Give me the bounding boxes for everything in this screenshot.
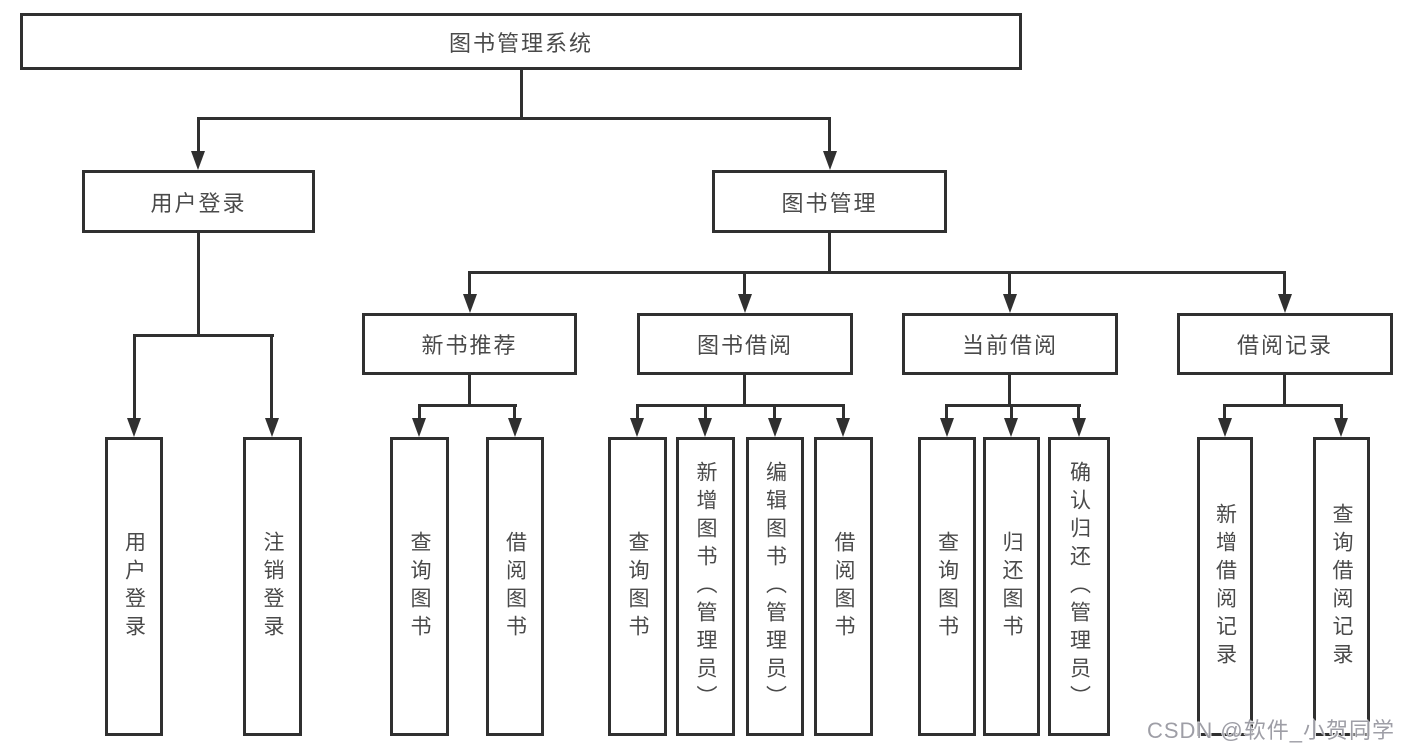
node-library-system: 图书管理系统	[20, 13, 1022, 70]
connector-line	[1010, 404, 1013, 418]
node-current-borrowing: 当前借阅	[902, 313, 1118, 375]
connector-line	[270, 334, 273, 418]
node-nbr-borrow-books: 借阅图书	[486, 437, 544, 736]
arrow-down-icon	[1003, 294, 1017, 313]
node-label: 查询借阅记录	[1330, 502, 1353, 671]
arrow-down-icon	[836, 418, 850, 437]
connector-line	[468, 375, 471, 405]
node-label: 借阅图书	[503, 530, 527, 643]
connector-line	[945, 404, 948, 418]
connector-line	[513, 404, 516, 418]
connector-line	[1340, 404, 1343, 418]
node-br-add-record: 新增借阅记录	[1197, 437, 1253, 736]
connector-line	[773, 404, 776, 418]
arrow-down-icon	[1278, 294, 1292, 313]
arrow-down-icon	[768, 418, 782, 437]
connector-line	[133, 334, 136, 418]
node-label: 图书管理	[781, 190, 878, 216]
connector-line	[1077, 404, 1080, 418]
node-br-query-record: 查询借阅记录	[1313, 437, 1370, 736]
arrow-down-icon	[412, 418, 426, 437]
connector-line	[418, 404, 421, 418]
node-label: 借阅记录	[1236, 333, 1333, 358]
arrow-down-icon	[463, 294, 477, 313]
connector-line	[418, 404, 517, 407]
connector-line	[469, 271, 1286, 274]
node-label: 用户登录	[150, 190, 247, 216]
connector-line	[636, 404, 845, 407]
node-label: 归还图书	[1000, 530, 1023, 643]
arrow-down-icon	[1334, 418, 1348, 437]
connector-line	[197, 117, 831, 120]
node-cb-query-books: 查询图书	[918, 437, 976, 736]
node-bb-edit-books-admin: 编辑图书（管理员）	[746, 437, 804, 736]
arrow-down-icon	[738, 294, 752, 313]
connector-line	[1283, 271, 1286, 295]
node-borrowing-records: 借阅记录	[1177, 313, 1393, 375]
node-label: 确认归还（管理员）	[1067, 460, 1091, 713]
connector-line	[828, 233, 831, 273]
node-label: 新增借阅记录	[1213, 502, 1237, 671]
connector-line	[1008, 375, 1011, 405]
arrow-down-icon	[823, 151, 837, 170]
node-nbr-query-books: 查询图书	[390, 437, 449, 736]
connector-line	[945, 404, 1081, 407]
node-label: 注销登录	[261, 530, 284, 643]
node-cb-confirm-return-admin: 确认归还（管理员）	[1048, 437, 1110, 736]
connector-line	[468, 271, 471, 295]
node-cb-return-books: 归还图书	[983, 437, 1040, 736]
node-user-login-leaf: 用户登录	[105, 437, 163, 736]
arrow-down-icon	[1072, 418, 1086, 437]
arrow-down-icon	[265, 418, 279, 437]
arrow-down-icon	[940, 418, 954, 437]
arrow-down-icon	[127, 418, 141, 437]
arrow-down-icon	[630, 418, 644, 437]
node-label: 查询图书	[626, 530, 649, 643]
node-label: 查询图书	[408, 530, 431, 643]
node-bb-borrow-books: 借阅图书	[814, 437, 873, 736]
node-label: 新书推荐	[421, 333, 518, 358]
node-new-book-recommend: 新书推荐	[362, 313, 577, 375]
connector-line	[197, 233, 200, 335]
node-label: 当前借阅	[961, 333, 1058, 358]
connector-line	[828, 117, 831, 151]
node-logout-leaf: 注销登录	[243, 437, 302, 736]
connector-line	[743, 271, 746, 295]
connector-line	[1223, 404, 1342, 407]
node-label: 编辑图书（管理员）	[763, 460, 787, 713]
node-bb-add-books-admin: 新增图书（管理员）	[676, 437, 735, 736]
node-label: 图书管理系统	[448, 30, 593, 56]
connector-line	[133, 334, 274, 337]
node-user-login: 用户登录	[82, 170, 315, 233]
arrow-down-icon	[191, 151, 205, 170]
node-label: 查询图书	[935, 530, 959, 643]
connector-line	[197, 117, 200, 151]
connector-line	[1283, 375, 1286, 405]
node-book-borrowing: 图书借阅	[637, 313, 853, 375]
connector-line	[1223, 404, 1226, 418]
node-book-management: 图书管理	[712, 170, 947, 233]
arrow-down-icon	[1004, 418, 1018, 437]
connector-line	[520, 68, 523, 119]
watermark: CSDN @软件_小贺同学	[1146, 718, 1395, 743]
node-label: 新增图书（管理员）	[694, 460, 717, 713]
connector-line	[636, 404, 639, 418]
node-label: 借阅图书	[832, 530, 855, 643]
connector-line	[743, 375, 746, 405]
arrow-down-icon	[508, 418, 522, 437]
arrow-down-icon	[698, 418, 712, 437]
arrow-down-icon	[1218, 418, 1232, 437]
node-label: 用户登录	[122, 530, 146, 643]
connector-line	[704, 404, 707, 418]
connector-line	[1008, 271, 1011, 295]
connector-line	[842, 404, 845, 418]
node-bb-query-books: 查询图书	[608, 437, 667, 736]
node-label: 图书借阅	[696, 333, 793, 358]
